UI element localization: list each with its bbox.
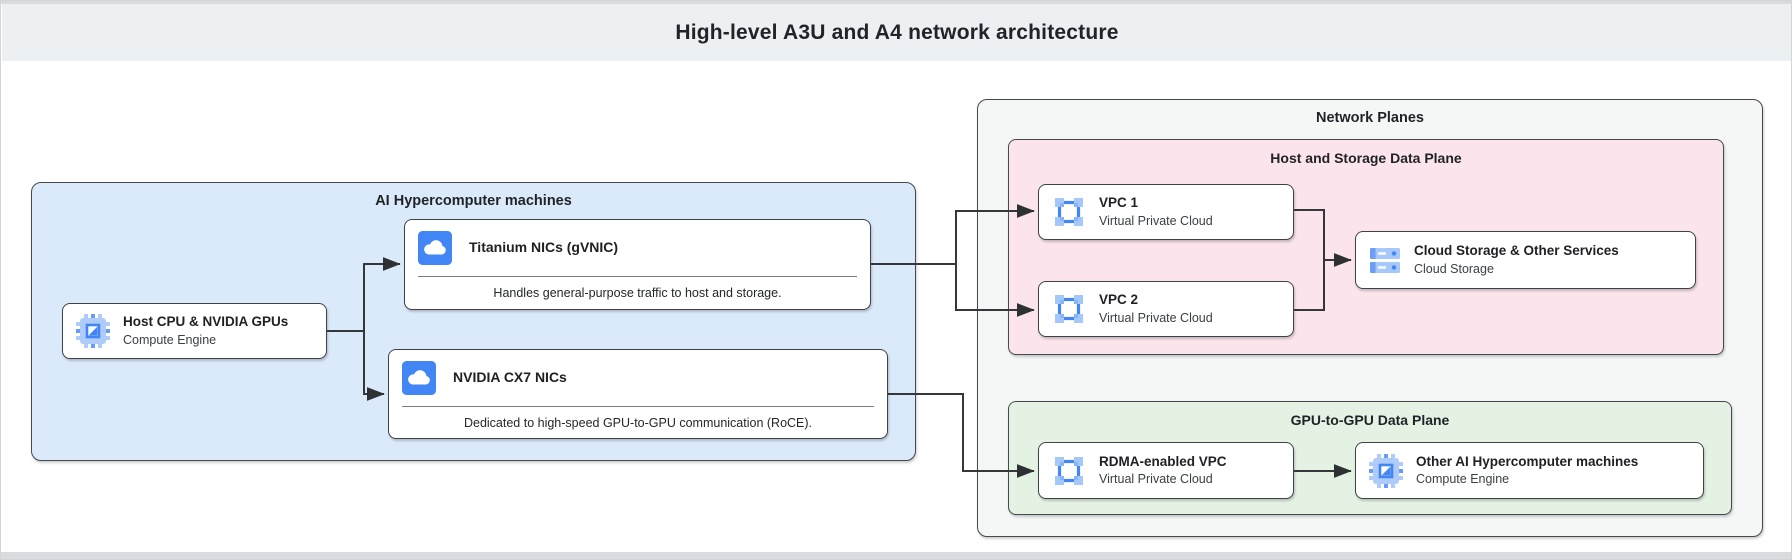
top-edge-strip bbox=[1, 1, 1791, 4]
node-title: RDMA-enabled VPC bbox=[1099, 453, 1227, 469]
container-label: AI Hypercomputer machines bbox=[375, 193, 572, 209]
node-cloud-storage: Cloud Storage & Other Services Cloud Sto… bbox=[1355, 231, 1696, 289]
vpc-icon bbox=[1055, 456, 1083, 485]
connector-vpc-merge bbox=[1294, 209, 1325, 311]
cloud-nic-icon bbox=[402, 361, 436, 395]
node-subtitle: Virtual Private Cloud bbox=[1099, 310, 1213, 325]
connector-titanium-to-vpc1 bbox=[871, 204, 1035, 265]
node-subtitle: Cloud Storage bbox=[1414, 261, 1494, 276]
container-label: GPU-to-GPU Data Plane bbox=[1290, 412, 1450, 428]
node-title: Host CPU & NVIDIA GPUs bbox=[123, 314, 289, 330]
vpc-icon bbox=[1055, 295, 1083, 323]
node-subtitle: Compute Engine bbox=[123, 332, 217, 347]
node-rdma-vpc: RDMA-enabled VPC Virtual Private Cloud bbox=[1038, 442, 1294, 499]
connector-titanium-to-vpc2 bbox=[955, 264, 1035, 317]
nic-divider bbox=[402, 406, 874, 407]
nic-divider bbox=[418, 276, 857, 277]
nic-description: Dedicated to high-speed GPU-to-GPU commu… bbox=[463, 416, 813, 430]
bottom-edge-strip bbox=[1, 552, 1791, 559]
compute-engine-chip-icon bbox=[76, 314, 110, 348]
node-vpc1: VPC 1 Virtual Private Cloud bbox=[1038, 184, 1294, 240]
node-title: Other AI Hypercomputer machines bbox=[1416, 453, 1639, 469]
vpc-icon bbox=[1055, 198, 1083, 226]
nic-description: Handles general-purpose traffic to host … bbox=[493, 286, 782, 300]
container-label: Network Planes bbox=[1316, 110, 1424, 126]
node-other-ai-machines: Other AI Hypercomputer machines Compute … bbox=[1355, 442, 1704, 499]
header-bar: High-level A3U and A4 network architectu… bbox=[2, 4, 1791, 61]
node-title: VPC 1 bbox=[1099, 195, 1139, 211]
node-host-cpu: Host CPU & NVIDIA GPUs Compute Engine bbox=[62, 303, 327, 359]
compute-engine-chip-icon bbox=[1369, 453, 1403, 488]
node-cx7-nic: NVIDIA CX7 NICs Dedicated to high-speed … bbox=[388, 349, 888, 439]
node-title: VPC 2 bbox=[1099, 292, 1139, 308]
container-label: Host and Storage Data Plane bbox=[1270, 150, 1462, 166]
node-subtitle: Virtual Private Cloud bbox=[1099, 213, 1213, 228]
node-subtitle: Virtual Private Cloud bbox=[1099, 472, 1213, 487]
node-subtitle: Compute Engine bbox=[1416, 472, 1510, 487]
cloud-storage-icon bbox=[1370, 247, 1400, 273]
connector-host-to-cx7 bbox=[363, 331, 385, 401]
node-title: Cloud Storage & Other Services bbox=[1414, 243, 1619, 259]
node-vpc2: VPC 2 Virtual Private Cloud bbox=[1038, 281, 1294, 337]
node-titanium-nic: Titanium NICs (gVNIC) Handles general-pu… bbox=[404, 219, 871, 310]
node-title: Titanium NICs (gVNIC) bbox=[469, 239, 619, 256]
connector-cx7-to-rdma bbox=[888, 393, 1035, 478]
connector-host-to-titanium bbox=[327, 257, 401, 332]
page-title: High-level A3U and A4 network architectu… bbox=[675, 20, 1119, 44]
cloud-nic-icon bbox=[418, 231, 452, 265]
node-title: NVIDIA CX7 NICs bbox=[453, 369, 567, 386]
